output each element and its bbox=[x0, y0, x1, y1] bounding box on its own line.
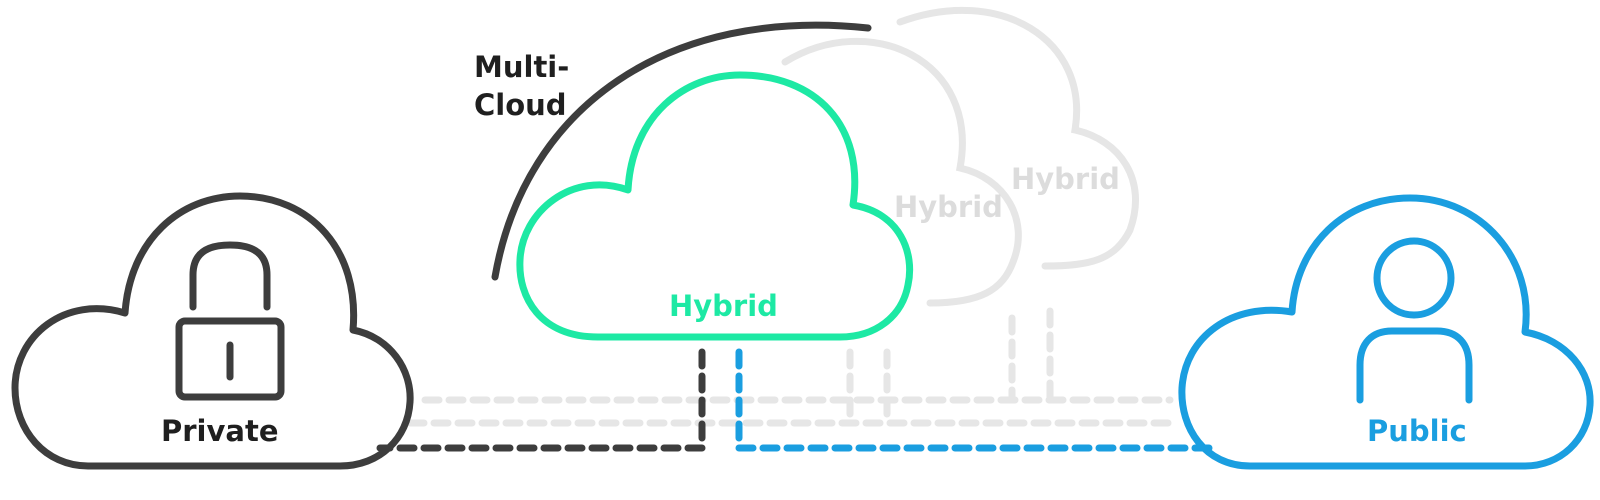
public-connector bbox=[735, 348, 1216, 452]
ghost-cloud-back bbox=[896, 6, 1139, 270]
public-label: Public bbox=[1367, 414, 1467, 448]
private-cloud bbox=[11, 192, 414, 470]
user-icon bbox=[1356, 237, 1473, 404]
hybrid-cloud bbox=[516, 71, 914, 341]
private-label: Private bbox=[161, 414, 279, 448]
ghost-cloud-middle bbox=[781, 37, 1022, 307]
hybrid-ghost-label-1: Hybrid bbox=[894, 190, 1003, 224]
hybrid-ghost-label-2: Hybrid bbox=[1011, 162, 1120, 196]
lock-icon bbox=[175, 241, 285, 401]
multi-cloud-label: Multi- Cloud bbox=[474, 48, 569, 124]
multi-cloud-arc bbox=[491, 21, 872, 281]
private-connector bbox=[376, 348, 706, 452]
hybrid-label: Hybrid bbox=[669, 289, 778, 323]
multi-cloud-label-line-2: Cloud bbox=[474, 88, 567, 122]
multi-cloud-label-line-1: Multi- bbox=[474, 50, 570, 84]
